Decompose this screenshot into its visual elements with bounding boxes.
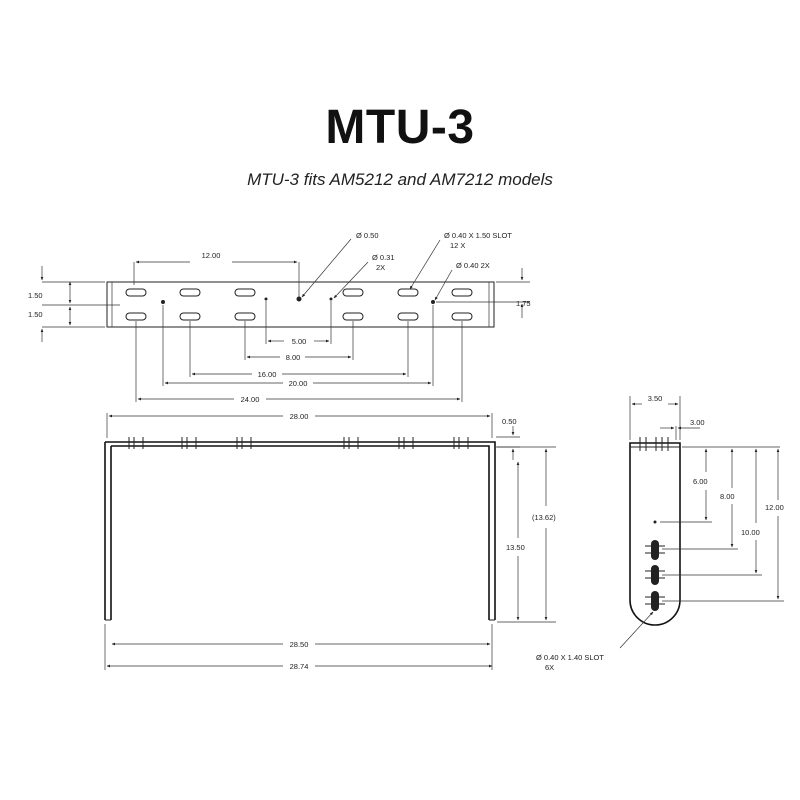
dim-13-62: (13.62): [532, 513, 556, 522]
slot: [451, 288, 473, 297]
dim-1-50-bottom: 1.50: [28, 310, 43, 319]
callout-side-slot: Ø 0.40 X 1.40 SLOT: [536, 653, 604, 662]
dim-3-50: 3.50: [648, 394, 663, 403]
side-slot-ticks: [645, 545, 665, 605]
slot: [451, 312, 473, 321]
callout-slot-qty: 12 X: [450, 241, 465, 250]
dim-13-50: 13.50: [506, 543, 525, 552]
slot: [397, 312, 419, 321]
dim-28-00: 28.00: [290, 412, 309, 421]
mount-hole: [161, 300, 165, 304]
dim-20-00: 20.00: [289, 379, 308, 388]
dim-12-00-side: 12.00: [765, 503, 784, 512]
side-plate-slot-marks: [639, 437, 669, 451]
front-view-slot-marks: [128, 437, 469, 449]
top-view-outline: [106, 281, 495, 328]
dim-0-50: 0.50: [502, 417, 517, 426]
page-title: MTU-3: [325, 101, 475, 154]
dim-1-75: 1.75: [516, 299, 531, 308]
front-view: 28.00 0.50 (13.62) 13.50 28.50: [104, 412, 556, 671]
slot: [342, 312, 364, 321]
callout-hole-040: Ø 0.40 2X: [456, 261, 490, 270]
side-slot: [651, 565, 659, 585]
small-hole: [329, 297, 333, 301]
slot: [179, 288, 201, 297]
slot: [234, 288, 256, 297]
dim-28-50: 28.50: [290, 640, 309, 649]
callout-hole-031-qty: 2X: [376, 263, 385, 272]
leader-line: [619, 611, 654, 649]
dim-5-00: 5.00: [292, 337, 307, 346]
dim-8-00-side: 8.00: [720, 492, 735, 501]
dim-3-00: 3.00: [690, 418, 705, 427]
side-view: 3.50 3.00 6.00 8.00 10.00: [536, 394, 784, 672]
dim-16-00: 16.00: [258, 370, 277, 379]
dim-10-00: 10.00: [741, 528, 760, 537]
mount-hole: [431, 300, 435, 304]
slot: [397, 288, 419, 297]
slot: [179, 312, 201, 321]
callout-side-slot-qty: 6X: [545, 663, 554, 672]
callout-hole-050: Ø 0.50: [356, 231, 379, 240]
leader-line: [434, 269, 453, 301]
leader-line: [333, 261, 369, 299]
dim-12-00: 12.00: [202, 251, 221, 260]
side-hole: [653, 520, 657, 524]
top-view-slots: [125, 288, 473, 321]
slot: [125, 312, 147, 321]
leader-line: [409, 239, 441, 290]
side-slot: [651, 540, 659, 560]
slot: [342, 288, 364, 297]
channel-body: [104, 441, 496, 620]
slot: [125, 288, 147, 297]
leader-line: [301, 238, 352, 298]
top-view: 12.00 Ø 0.50 Ø 0.40 X 1.50 SLOT 12 X Ø 0…: [28, 231, 531, 404]
side-plate: [629, 442, 681, 626]
dim-6-00: 6.00: [693, 477, 708, 486]
small-hole: [264, 297, 268, 301]
callout-slot: Ø 0.40 X 1.50 SLOT: [444, 231, 512, 240]
dim-8-00: 8.00: [286, 353, 301, 362]
dim-1-50-top: 1.50: [28, 291, 43, 300]
callout-hole-031: Ø 0.31: [372, 253, 395, 262]
dim-24-00: 24.00: [241, 395, 260, 404]
center-hole: [296, 296, 302, 302]
side-slots: [645, 540, 665, 611]
side-slot: [651, 591, 659, 611]
dim-28-74: 28.74: [290, 662, 309, 671]
slot: [234, 312, 256, 321]
page-subtitle: MTU-3 fits AM5212 and AM7212 models: [247, 170, 553, 189]
